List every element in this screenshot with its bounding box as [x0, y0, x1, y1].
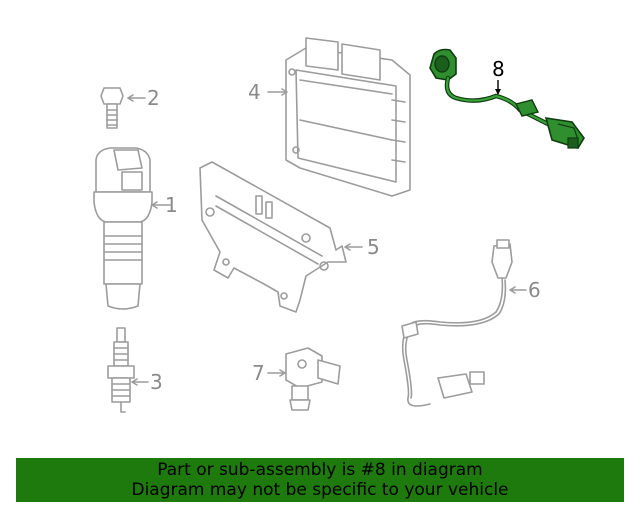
parts-diagram: 2 1 3 4 — [93, 37, 585, 413]
part-ignition-coil[interactable] — [93, 147, 153, 310]
callout-leader-4 — [267, 88, 288, 96]
part-engine-control-module[interactable] — [285, 37, 411, 197]
callout-leader-2 — [127, 94, 146, 102]
callout-2: 2 — [147, 86, 160, 110]
callout-leader-6 — [509, 286, 527, 294]
callout-leader-7 — [267, 369, 286, 377]
callout-leader-3 — [131, 378, 149, 386]
part-bolt[interactable] — [100, 87, 124, 129]
callout-7: 7 — [252, 361, 265, 385]
part-notice-banner: Part or sub-assembly is #8 in diagram Di… — [16, 458, 624, 502]
part-sensor-with-harness[interactable] — [401, 239, 513, 407]
callout-8: 8 — [492, 57, 505, 81]
banner-line-1: Part or sub-assembly is #8 in diagram — [157, 460, 483, 480]
callout-leader-5 — [344, 243, 363, 251]
part-camshaft-sensor[interactable] — [285, 347, 341, 411]
callout-leader-1 — [151, 201, 171, 209]
part-spark-plug[interactable] — [107, 327, 135, 413]
part-knock-sensor[interactable] — [429, 48, 585, 149]
callout-4: 4 — [248, 80, 261, 104]
callout-5: 5 — [367, 235, 380, 259]
banner-line-2: Diagram may not be specific to your vehi… — [131, 480, 509, 500]
callout-6: 6 — [528, 278, 541, 302]
callout-1: 1 — [165, 193, 178, 217]
part-mounting-bracket[interactable] — [199, 161, 347, 313]
callout-arrow-8 — [495, 89, 501, 95]
callout-3: 3 — [150, 370, 163, 394]
